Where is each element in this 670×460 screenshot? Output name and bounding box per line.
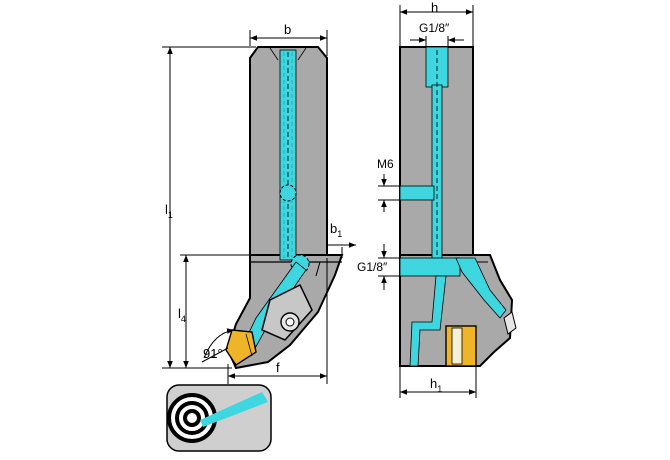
label-l1-sub: 1 bbox=[168, 210, 173, 220]
label-h1-sub: 1 bbox=[437, 384, 442, 394]
side-m6-port bbox=[399, 185, 435, 201]
label-h: h bbox=[431, 0, 438, 15]
label-g18-top: G1/8″ bbox=[419, 21, 450, 35]
side-g18-port bbox=[399, 257, 461, 277]
svg-text:l4: l4 bbox=[178, 306, 186, 324]
front-insert bbox=[225, 329, 257, 366]
side-view: h G1/8″ M6 G1/8″ h1 bbox=[357, 0, 517, 398]
label-g18-side: G1/8″ bbox=[357, 260, 388, 274]
label-b: b bbox=[284, 22, 291, 37]
label-b1-sub: 1 bbox=[337, 229, 342, 239]
side-angled-coolant bbox=[455, 257, 507, 319]
label-b1: b bbox=[330, 221, 337, 236]
side-lower-coolant bbox=[409, 275, 447, 367]
front-view: b l1 l4 b1 f 91° bbox=[162, 22, 356, 384]
coolant-symbol-panel bbox=[166, 384, 272, 452]
target-with-coolant-jet-icon bbox=[167, 392, 268, 443]
label-f: f bbox=[276, 360, 280, 375]
label-l1: l bbox=[165, 202, 168, 217]
svg-text:b1: b1 bbox=[330, 221, 342, 239]
front-cross-hole bbox=[279, 184, 297, 202]
label-l4: l bbox=[178, 306, 181, 321]
svg-text:l1: l1 bbox=[165, 202, 173, 220]
label-l4-sub: 4 bbox=[181, 314, 186, 324]
label-angle: 91° bbox=[203, 346, 223, 361]
svg-text:h1: h1 bbox=[430, 376, 442, 394]
label-m6: M6 bbox=[377, 157, 394, 171]
label-h1: h bbox=[430, 376, 437, 391]
